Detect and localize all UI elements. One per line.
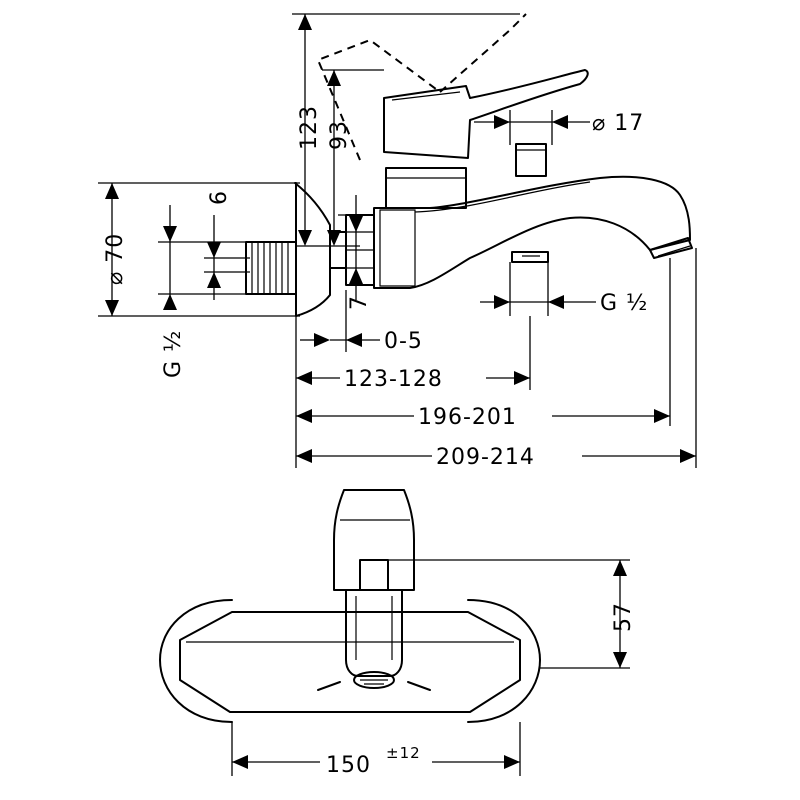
label-57: 57 <box>611 602 636 632</box>
dim-7 <box>338 195 372 300</box>
dim-150 <box>231 722 521 776</box>
label-d17: ⌀ 17 <box>592 111 644 136</box>
spout-tip <box>649 237 693 259</box>
label-209-214: 209-214 <box>436 445 535 470</box>
wall-flange <box>294 182 331 317</box>
dim-57 <box>540 560 630 669</box>
lever-raised-dashed <box>316 13 527 161</box>
dim-thread-right <box>480 262 596 316</box>
label-150: 150 <box>326 753 371 778</box>
dim-123-128 <box>296 371 530 385</box>
label-123-128: 123-128 <box>344 367 443 392</box>
label-0-5: 0-5 <box>384 329 423 354</box>
diverter-pin <box>515 143 547 177</box>
front-handle <box>333 489 415 591</box>
label-196-201: 196-201 <box>418 405 517 430</box>
label-d70: ⌀ 70 <box>103 233 128 285</box>
cartridge-cover <box>385 167 467 209</box>
diverter-knob <box>511 251 549 263</box>
front-diverter-pin <box>359 559 389 591</box>
dim-196-201 <box>296 409 670 423</box>
wall-rose-left <box>159 599 233 723</box>
dim-6 <box>204 215 250 300</box>
label-tolerance-12: ±12 <box>386 744 421 762</box>
dim-diameter-70 <box>98 182 300 317</box>
label-123: 123 <box>297 105 322 150</box>
front-body <box>179 611 521 713</box>
label-g-half-left: G ½ <box>161 330 186 378</box>
dim-height-123 <box>292 13 520 246</box>
threaded-connector <box>245 241 297 295</box>
dim-0-5 <box>300 333 380 347</box>
side-view: 123 93 ⌀ 17 ⌀ 70 G ½ <box>98 13 697 470</box>
dim-thread-left <box>158 205 250 310</box>
label-7: 7 <box>347 295 372 310</box>
dim-209-214 <box>296 449 696 463</box>
label-6: 6 <box>207 190 232 205</box>
lever-handle <box>383 69 589 159</box>
aerator <box>317 671 431 691</box>
label-g-half-right: G ½ <box>600 291 648 316</box>
coupling-nut <box>329 214 375 286</box>
dim-height-93 <box>322 69 384 246</box>
front-spout <box>345 589 403 677</box>
mixer-body <box>373 175 691 289</box>
dim-diameter-17 <box>474 110 590 145</box>
wall-rose-right <box>467 599 541 723</box>
label-93: 93 <box>327 120 352 150</box>
front-view: 57 150 ±12 <box>159 489 636 778</box>
